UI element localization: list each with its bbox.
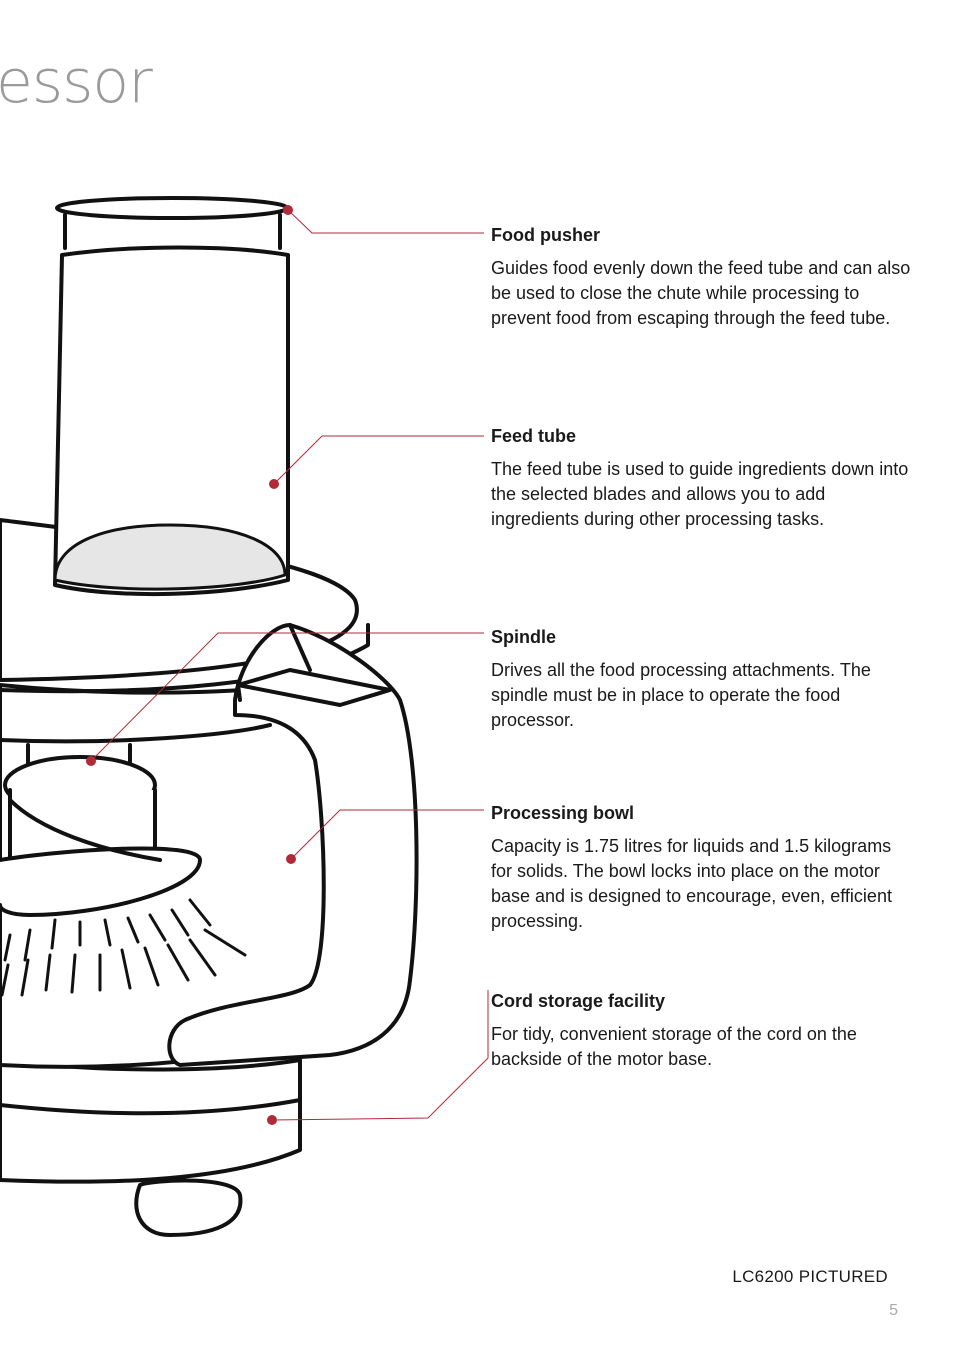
marker-processing-bowl (286, 854, 296, 864)
base-foot-right (134, 1178, 243, 1237)
food-pusher (63, 213, 282, 250)
callout-heading: Feed tube (491, 426, 577, 446)
callout-text: For tidy, convenient storage of the cord… (491, 1024, 857, 1069)
blade-assembly (0, 846, 202, 917)
callout-food-pusher: Food pusher Guides food evenly down the … (491, 224, 911, 331)
page-title: essor (0, 47, 153, 117)
page-number: 5 (889, 1302, 898, 1319)
callout-heading: Cord storage facility (491, 991, 666, 1011)
callout-text: Guides food evenly down the feed tube an… (491, 258, 911, 328)
callout-text: The feed tube is used to guide ingredien… (491, 459, 909, 529)
leader-cord-storage (271, 990, 489, 1121)
callout-spindle: Spindle Drives all the food processing a… (491, 626, 911, 733)
leader-food-pusher (287, 209, 484, 234)
callout-processing-bowl: Processing bowl Capacity is 1.75 litres … (491, 802, 911, 934)
marker-feed-tube (269, 479, 279, 489)
callout-text: Capacity is 1.75 litres for liquids and … (491, 836, 892, 931)
marker-cord-storage (267, 1115, 277, 1125)
callout-heading: Processing bowl (491, 803, 635, 823)
feed-tube (53, 245, 290, 597)
marker-spindle (86, 756, 96, 766)
callout-cord-storage: Cord storage facility For tidy, convenie… (491, 990, 911, 1072)
leader-spindle (90, 632, 484, 762)
leader-processing-bowl (290, 809, 484, 860)
motor-base (0, 1058, 302, 1184)
callout-text: Drives all the food processing attachmen… (491, 660, 871, 730)
callout-heading: Spindle (491, 627, 557, 647)
model-note: LC6200 PICTURED (732, 1267, 888, 1286)
marker-food-pusher (283, 205, 293, 215)
callout-heading: Food pusher (491, 225, 600, 245)
leader-feed-tube (273, 435, 484, 485)
callout-feed-tube: Feed tube The feed tube is used to guide… (491, 425, 911, 532)
